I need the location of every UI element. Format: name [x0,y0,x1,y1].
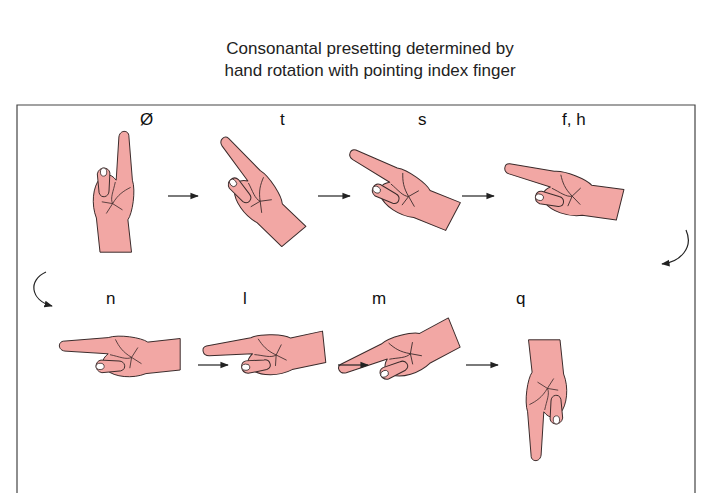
hand-figure [202,329,326,382]
hand-figure [199,132,308,251]
sequence-arrow [462,195,494,196]
consonant-label: q [516,289,525,309]
hand-figure [526,340,567,461]
diagram-title: Consonantal presetting determined by han… [160,38,580,82]
hand-figure [497,158,624,227]
sequence-arrow [338,364,368,365]
consonant-label: n [106,289,115,309]
consonant-label: s [418,110,427,130]
hand-figure [59,336,180,377]
consonant-label: l [243,289,247,309]
sequence-arrow [198,364,228,365]
turn-arrow [34,272,52,306]
consonant-label: t [280,110,285,130]
hand-figure [336,144,462,237]
consonant-label: f, h [562,110,586,130]
hand-figure [335,316,462,399]
consonant-label: m [372,289,386,309]
consonant-label: Ø [140,110,153,130]
sequence-arrow [168,195,198,196]
hand-figure [93,131,134,252]
turn-arrow [662,230,688,264]
sequence-arrow [318,195,350,196]
frame [17,105,695,493]
sequence-arrow [466,364,498,365]
